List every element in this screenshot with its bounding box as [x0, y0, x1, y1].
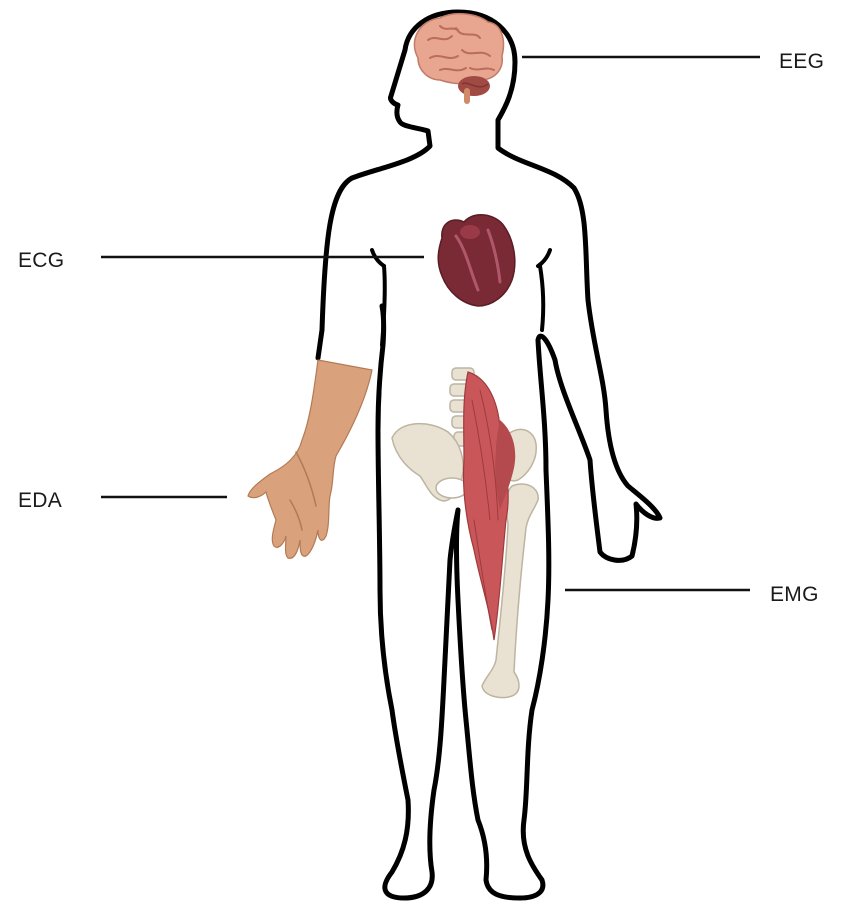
- ecg-label: ECG: [18, 249, 64, 273]
- right-waist-line: [540, 266, 543, 330]
- heart-icon: [438, 215, 515, 306]
- eeg-label: EEG: [779, 50, 824, 74]
- right-armpit-line: [538, 250, 550, 266]
- pelvis-muscle-icon: [392, 368, 538, 698]
- hand-icon: [248, 360, 372, 558]
- left-waist-line: [382, 266, 385, 345]
- eda-label: EDA: [18, 489, 62, 513]
- emg-label: EMG: [770, 583, 819, 607]
- brain-icon: [414, 14, 503, 104]
